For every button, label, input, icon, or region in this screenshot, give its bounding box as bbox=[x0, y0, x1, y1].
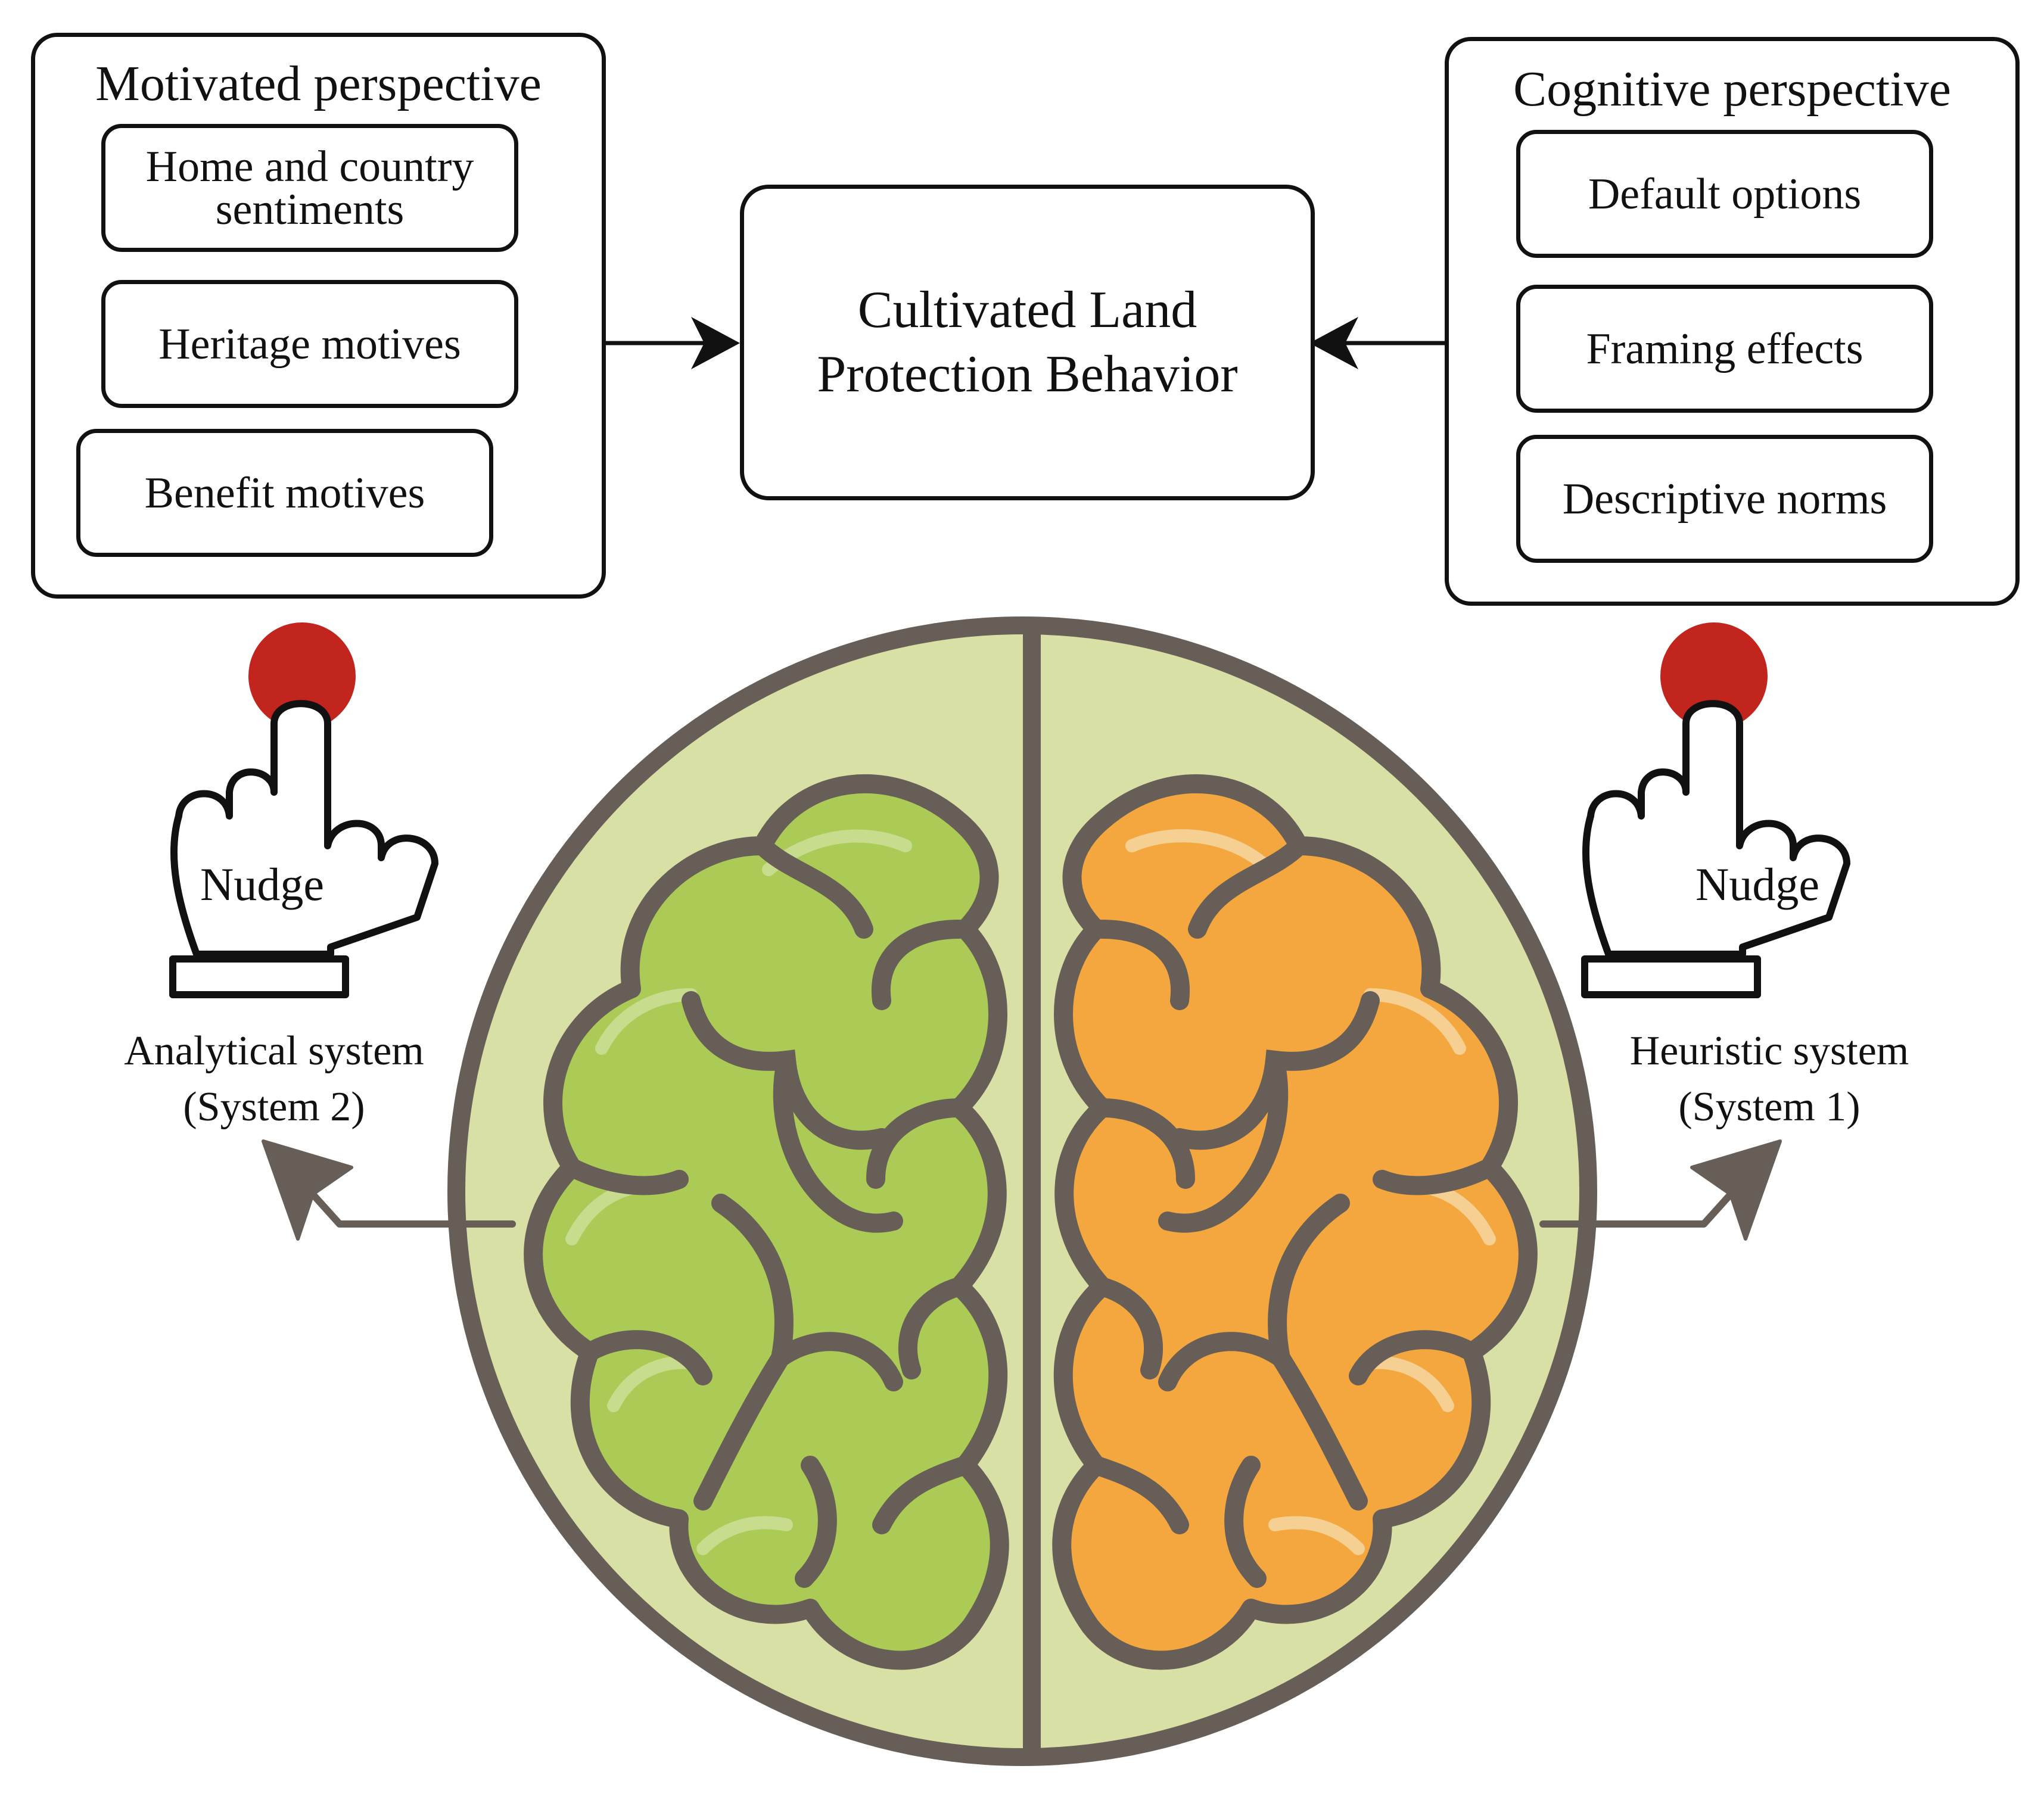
cognitive-item-2-label: Framing effects bbox=[1586, 324, 1863, 373]
motivated-item-2: Heritage motives bbox=[101, 280, 518, 408]
motivated-item-1: Home and country sentiments bbox=[101, 124, 518, 252]
motivated-item-3: Benefit motives bbox=[76, 429, 493, 557]
nudge-label-right: Nudge bbox=[1695, 858, 1819, 910]
arrow-to-heuristic-system bbox=[1539, 1139, 1782, 1241]
cognitive-perspective-title: Cognitive perspective bbox=[1513, 61, 1951, 117]
red-button-icon bbox=[248, 622, 356, 730]
brain-icon bbox=[447, 616, 1597, 1766]
red-button-icon bbox=[1660, 622, 1768, 730]
heuristic-system-line-1: Heuristic system bbox=[1629, 1028, 1909, 1074]
analytical-system-line-1: Analytical system bbox=[124, 1028, 424, 1074]
cognitive-item-3: Descriptive norms bbox=[1516, 435, 1933, 563]
analytical-system-label: Analytical system (System 2) bbox=[77, 1023, 471, 1135]
right-hemisphere bbox=[1052, 774, 1538, 1670]
center-line-2: Protection Behavior bbox=[817, 345, 1238, 403]
arrow-to-analytical-system bbox=[262, 1139, 516, 1241]
nudge-label-left: Nudge bbox=[200, 858, 324, 910]
cultivated-land-protection-box: Cultivated Land Protection Behavior bbox=[740, 185, 1315, 500]
motivated-item-1-label: Home and country sentiments bbox=[145, 142, 474, 234]
heuristic-system-line-2: (System 1) bbox=[1678, 1084, 1861, 1130]
arrow-motivated-to-behavior bbox=[602, 317, 740, 369]
motivated-item-3-label: Benefit motives bbox=[144, 468, 425, 518]
motivated-item-2-label: Heritage motives bbox=[158, 319, 461, 369]
left-hemisphere bbox=[524, 774, 1009, 1670]
cognitive-item-1: Default options bbox=[1516, 130, 1933, 258]
motivated-perspective-title: Motivated perspective bbox=[95, 56, 542, 111]
center-line-1: Cultivated Land bbox=[857, 281, 1197, 339]
heuristic-system-label: Heuristic system (System 1) bbox=[1573, 1023, 1966, 1135]
pointing-hand-icon bbox=[1581, 700, 1850, 998]
cognitive-item-3-label: Descriptive norms bbox=[1562, 474, 1887, 524]
analytical-system-line-2: (System 2) bbox=[183, 1084, 365, 1130]
cognitive-item-2: Framing effects bbox=[1516, 285, 1933, 413]
pointing-hand-icon bbox=[169, 700, 438, 998]
arrow-cognitive-to-behavior bbox=[1309, 317, 1445, 369]
cognitive-item-1-label: Default options bbox=[1588, 169, 1862, 219]
